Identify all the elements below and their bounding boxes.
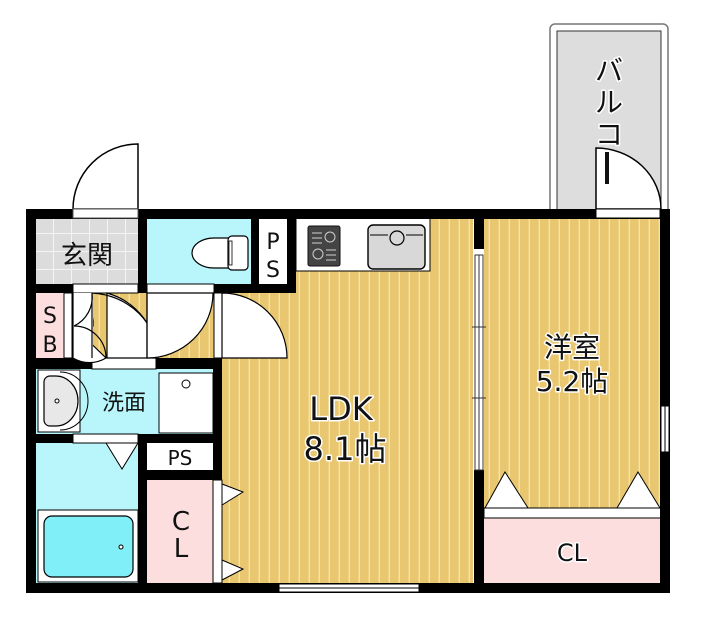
ldk-door[interactable] xyxy=(213,292,288,359)
ldk-closet-label-1: C xyxy=(172,507,190,537)
shoe-box-label-1: S xyxy=(43,304,57,329)
balcony-door[interactable] xyxy=(595,147,662,210)
svg-text:バ: バ xyxy=(595,54,623,87)
room-closet-door-marker[interactable] xyxy=(616,471,661,509)
closet-door-marker[interactable] xyxy=(221,483,245,506)
svg-text:ル: ル xyxy=(595,86,623,119)
shoe-box-doors[interactable] xyxy=(72,292,107,364)
balcony-opening[interactable] xyxy=(595,208,661,219)
ldk-window[interactable] xyxy=(278,583,420,593)
balcony-label: バ ル コ xyxy=(593,53,625,184)
ps-toilet-area xyxy=(259,218,287,284)
entrance-opening[interactable] xyxy=(72,208,139,219)
closet-door-marker[interactable] xyxy=(221,559,245,581)
bathtub-icon xyxy=(37,509,139,583)
western-room-window[interactable] xyxy=(660,405,670,453)
room-closet-floor xyxy=(484,518,662,583)
room-closet-door-marker[interactable] xyxy=(484,471,529,509)
bath-door-marker[interactable] xyxy=(105,442,139,470)
western-room-label: 洋室 xyxy=(544,331,600,364)
ps-small-label: PS xyxy=(168,446,193,470)
ldk-closet-label-2: L xyxy=(174,534,189,564)
balcony xyxy=(549,23,669,221)
toilet-door[interactable] xyxy=(146,292,214,359)
svg-text:コ: コ xyxy=(595,118,623,151)
washroom-label: 洗面 xyxy=(102,391,146,416)
genkan-label: 玄関 xyxy=(61,241,113,271)
sliding-partition[interactable] xyxy=(472,254,486,471)
entrance-door[interactable] xyxy=(72,143,139,210)
toilet-ps-label-2: S xyxy=(266,258,280,283)
ldk-label: LDK xyxy=(309,390,373,428)
toilet-icon xyxy=(191,235,249,271)
toilet-ps-label-1: P xyxy=(266,230,279,255)
room-closet-label: CL xyxy=(557,539,588,567)
wash-basin-icon xyxy=(37,369,89,433)
ldk-size: 8.1帖 xyxy=(304,430,387,468)
kitchen-sink-icon xyxy=(367,224,426,270)
ps-small-area xyxy=(147,443,213,470)
western-room-floor xyxy=(484,216,662,510)
genkan-floor xyxy=(36,218,138,284)
shoe-box-floor xyxy=(36,293,64,358)
ldk-closet-floor xyxy=(147,480,213,583)
western-room-size: 5.2帖 xyxy=(536,365,609,398)
shoe-box-label-2: B xyxy=(42,333,57,358)
washing-machine-space-icon xyxy=(158,372,214,434)
balcony-dash xyxy=(605,152,609,184)
stove-icon xyxy=(307,225,341,267)
